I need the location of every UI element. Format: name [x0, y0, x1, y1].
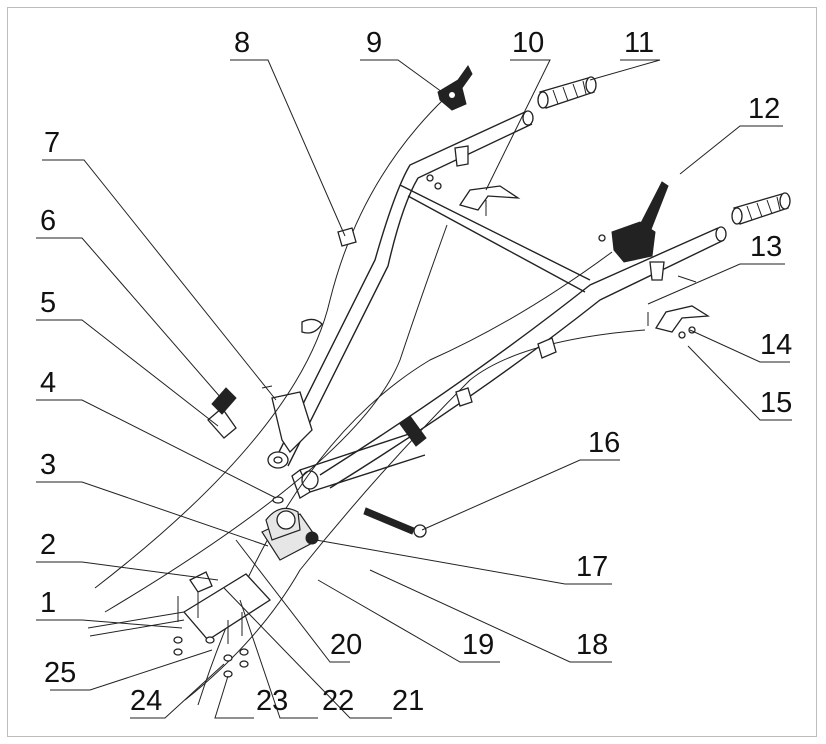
cable-bracket-right [647, 275, 711, 339]
callout-1: 1 [40, 587, 56, 619]
callout-15: 15 [760, 387, 792, 419]
callout-24: 24 [130, 685, 162, 717]
cable-clip-part [337, 227, 357, 247]
callout-7: 7 [44, 127, 60, 159]
callout-labels: 8 9 10 11 12 7 6 13 5 14 4 15 16 3 2 17 … [40, 27, 792, 717]
callout-2: 2 [40, 529, 56, 561]
cable-bracket-left [426, 145, 521, 216]
spring-sleeve-part [207, 387, 237, 439]
right-grip-part [731, 192, 791, 225]
callout-6: 6 [40, 205, 56, 237]
base-plate-part [87, 571, 272, 641]
callout-13: 13 [750, 231, 782, 263]
left-grip-part [537, 76, 597, 109]
clutch-lever-part [598, 181, 669, 281]
callout-17: 17 [576, 551, 608, 583]
cable-clip-right [537, 337, 557, 359]
callout-8: 8 [234, 27, 250, 59]
callout-18: 18 [576, 629, 608, 661]
callout-25: 25 [44, 657, 76, 689]
leader-lines [36, 59, 792, 719]
callout-4: 4 [40, 367, 56, 399]
callout-3: 3 [40, 449, 56, 481]
callout-5: 5 [40, 287, 56, 319]
handlebar-frame [261, 110, 727, 499]
throttle-lever-part [437, 65, 473, 111]
callout-22: 22 [322, 685, 354, 717]
spring-part [399, 415, 427, 447]
callout-14: 14 [760, 329, 792, 361]
callout-9: 9 [366, 27, 382, 59]
callout-21: 21 [392, 685, 424, 717]
fasteners [173, 496, 284, 678]
diagram-frame [7, 7, 817, 737]
cable-clip-mid [455, 387, 473, 407]
callout-23: 23 [256, 685, 288, 717]
callout-16: 16 [588, 427, 620, 459]
callout-10: 10 [512, 27, 544, 59]
spring-rod-part [363, 507, 427, 538]
callout-19: 19 [462, 629, 494, 661]
grommet-part [301, 318, 323, 334]
callout-11: 11 [624, 27, 654, 59]
swivel-base-part [261, 507, 319, 561]
callout-20: 20 [330, 629, 362, 661]
callout-12: 12 [748, 93, 780, 125]
